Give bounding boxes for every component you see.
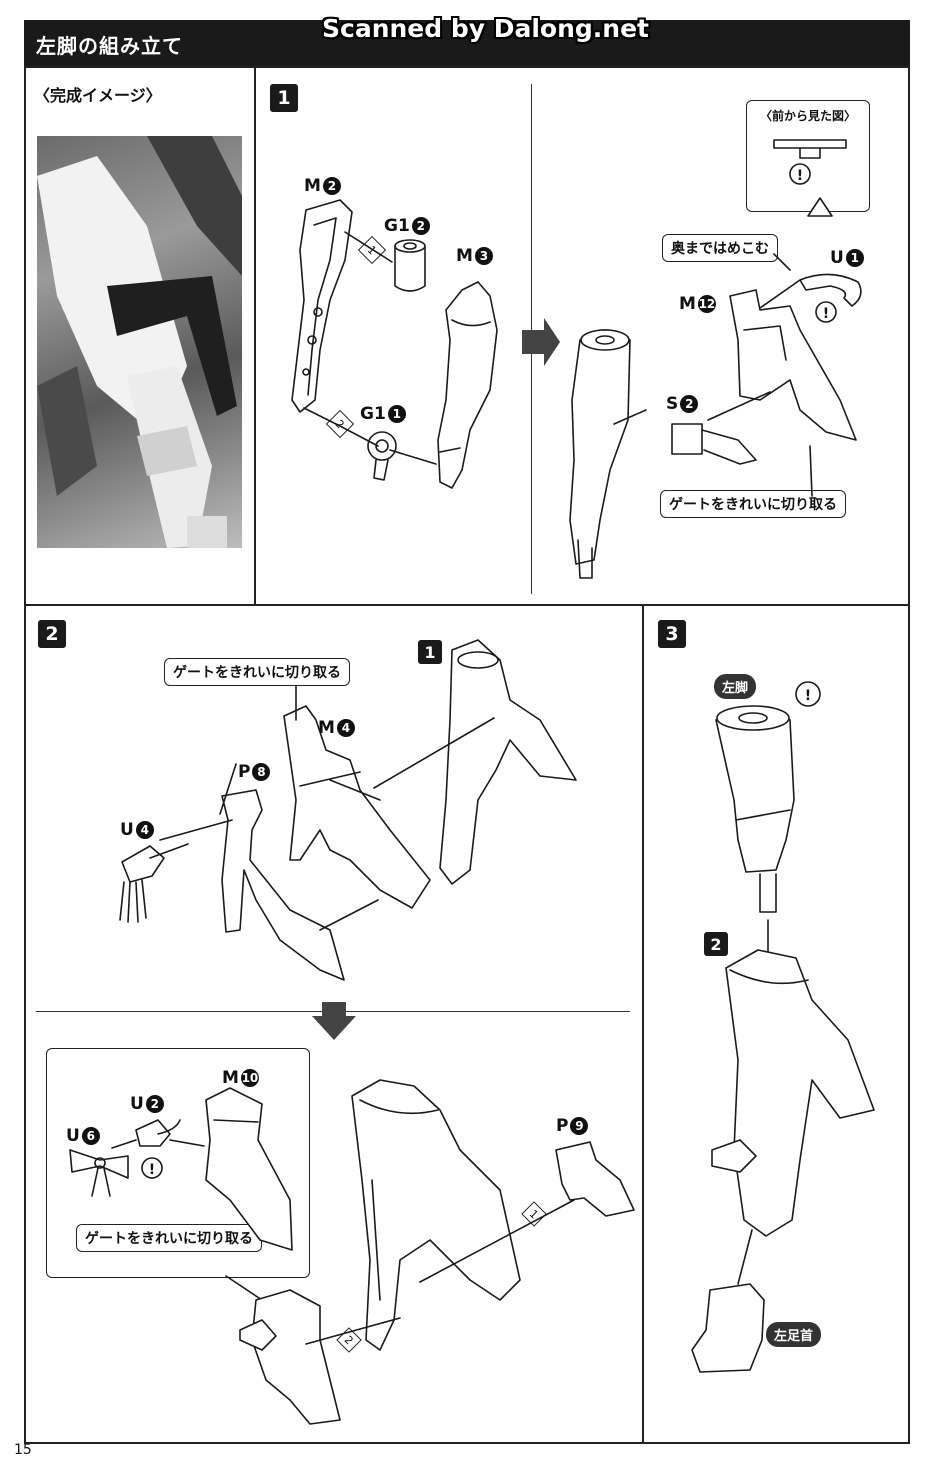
cut-gate-callout-step1: ゲートをきれいに切り取る — [660, 490, 846, 518]
step1-badge: 1 — [270, 84, 298, 112]
completed-photo — [37, 136, 242, 548]
step1-divider — [531, 84, 532, 594]
front-view-callout: 〈前から見た図〉 — [746, 100, 870, 212]
page-title: 左脚の組み立て — [36, 34, 183, 58]
header-bar — [24, 20, 910, 66]
step3-panel — [642, 604, 910, 1444]
left-ankle-label: 左足首 — [766, 1322, 822, 1347]
front-view-title: 〈前から見た図〉 — [759, 109, 856, 123]
step2-divider — [36, 1011, 630, 1012]
step2-badge: 2 — [38, 620, 66, 648]
page-number: 15 — [14, 1442, 32, 1458]
push-in-callout: 奥まではめこむ — [662, 234, 778, 262]
watermark: Scanned by Dalong.net — [322, 14, 650, 43]
cut-gate-callout-step2-top: ゲートをきれいに切り取る — [164, 658, 350, 686]
step2-inset-box — [46, 1048, 310, 1278]
step3-badge: 3 — [658, 620, 686, 648]
step3-subref-badge: 2 — [704, 932, 728, 956]
step2-subref-badge: 1 — [418, 640, 442, 664]
left-leg-label: 左脚 — [714, 674, 757, 699]
completed-image-title: 〈完成イメージ〉 — [34, 86, 162, 105]
cut-gate-callout-step2-bottom: ゲートをきれいに切り取る — [76, 1224, 262, 1252]
